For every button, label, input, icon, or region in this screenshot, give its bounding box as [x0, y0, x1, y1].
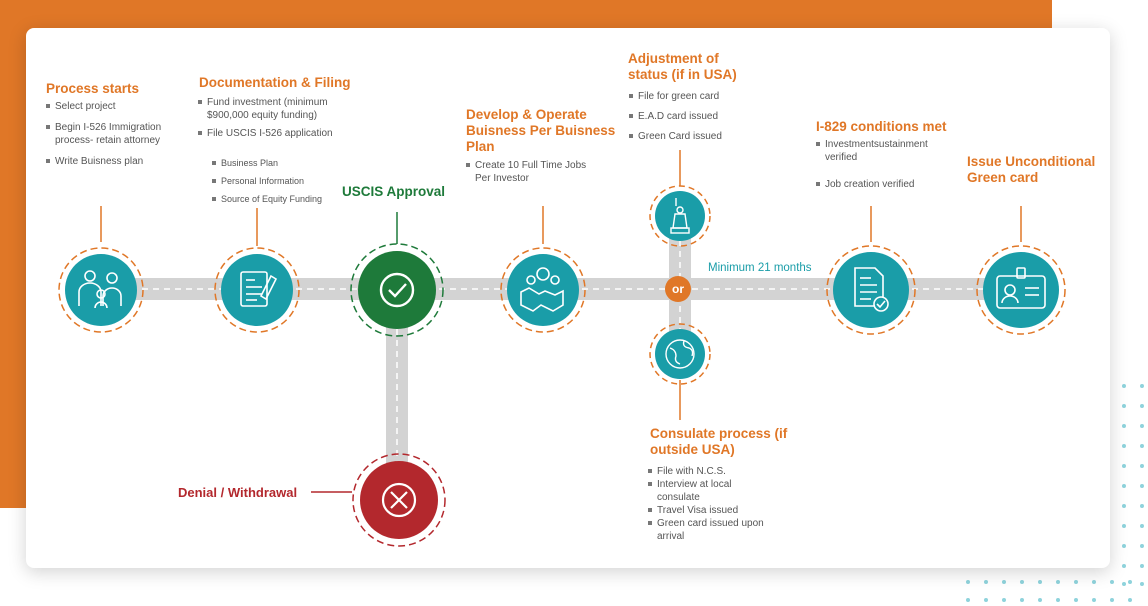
list-item: Interview at local consulate	[648, 478, 776, 504]
decorative-dot-grid-right	[1122, 384, 1144, 586]
connector-lines	[100, 150, 1022, 493]
family-icon	[78, 270, 122, 309]
list-item: Fund investment (minimum $900,000 equity…	[198, 96, 348, 122]
consulate-process-node	[649, 323, 711, 385]
verified-document-icon	[854, 267, 889, 312]
issue-green-card-node	[976, 245, 1066, 335]
handshake-icon	[520, 267, 564, 312]
uscis-approval-node	[350, 243, 444, 337]
uscis-approval-title: USCIS Approval	[342, 184, 446, 199]
document-icon	[240, 271, 278, 307]
process-card: or Process starts Select project Begin I…	[26, 28, 1110, 568]
list-item: Personal Information	[212, 175, 352, 187]
develop-title: Develop & Operate Buisness Per Buisness …	[466, 107, 616, 154]
list-item: Job creation verified	[816, 178, 946, 191]
minimum-months-label: Minimum 21 months	[708, 262, 812, 274]
list-item: Travel Visa issued	[648, 504, 776, 517]
statue-of-liberty-icon	[670, 198, 690, 234]
id-card-icon	[996, 267, 1046, 309]
process-starts-node	[58, 247, 144, 333]
process-starts-list: Select project Begin I-526 Immigration p…	[46, 100, 176, 168]
road-network	[76, 216, 1046, 500]
i829-title: I-829 conditions met	[816, 119, 947, 134]
develop-list: Create 10 Full Time Jobs Per Investor	[466, 159, 596, 185]
list-item: Begin I-526 Immigration process- retain …	[46, 121, 176, 147]
list-item: Write Buisness plan	[46, 155, 176, 168]
globe-icon	[665, 339, 695, 369]
list-item: Source of Equity Funding	[212, 193, 352, 205]
i829-list: Investmentsustainment verified Job creat…	[816, 138, 946, 191]
develop-business-node	[500, 247, 586, 333]
list-item: Green card issued upon arrival	[648, 517, 776, 543]
list-item: File USCIS I-526 application	[198, 127, 348, 140]
or-label: or	[672, 282, 684, 296]
or-node	[665, 276, 691, 302]
documentation-title: Documentation & Filing	[199, 75, 351, 90]
issue-green-card-title: Issue Unconditional Green card	[967, 154, 1096, 185]
adjustment-list: File for green card E.A.D card issued Gr…	[629, 90, 739, 143]
adjustment-of-status-node	[649, 185, 711, 247]
cross-icon	[381, 482, 417, 518]
process-diagram: or	[58, 150, 1066, 547]
documentation-node	[214, 247, 300, 333]
adjustment-title: Adjustment of status (if in USA)	[628, 51, 737, 82]
denial-title: Denial / Withdrawal	[178, 485, 298, 500]
list-item: Investmentsustainment verified	[816, 138, 946, 164]
consulate-list: File with N.C.S. Interview at local cons…	[648, 465, 776, 543]
consulate-title: Consulate process (if outside USA)	[650, 426, 788, 457]
list-item: Business Plan	[212, 157, 352, 169]
documentation-list: Fund investment (minimum $900,000 equity…	[198, 96, 348, 140]
process-starts-title: Process starts	[46, 81, 140, 96]
denial-node	[352, 453, 446, 547]
documentation-sub-list: Business Plan Personal Information Sourc…	[212, 157, 352, 205]
list-item: File with N.C.S.	[648, 465, 776, 478]
list-item: Green Card issued	[629, 130, 739, 143]
list-item: Select project	[46, 100, 176, 113]
i829-node	[826, 245, 916, 335]
checkmark-icon	[379, 272, 415, 308]
list-item: File for green card	[629, 90, 739, 103]
decorative-dot-grid-bottom	[966, 580, 1132, 602]
list-item: E.A.D card issued	[629, 110, 739, 123]
list-item: Create 10 Full Time Jobs Per Investor	[466, 159, 596, 185]
